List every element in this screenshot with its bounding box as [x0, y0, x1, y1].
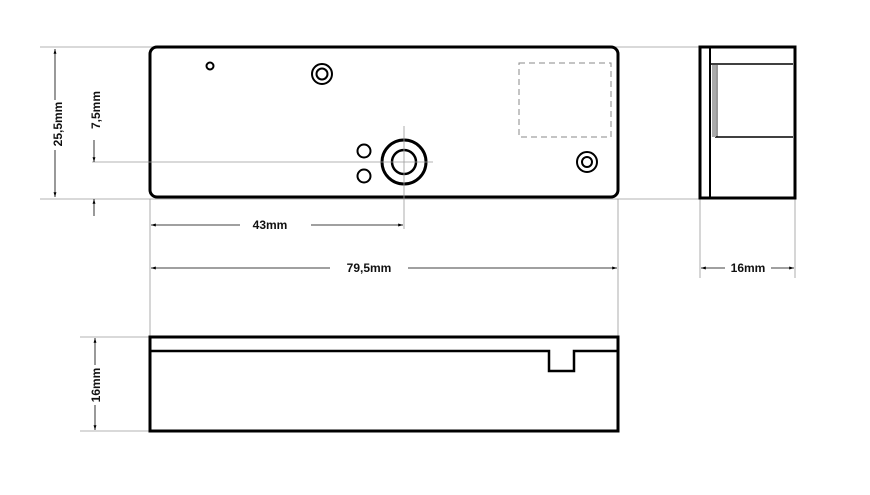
dim-hole-horizontal-label: 43mm: [253, 218, 288, 232]
top-view: [92, 45, 620, 229]
screw-hole-right: [576, 151, 598, 173]
dim-side-depth-label: 16mm: [731, 261, 766, 275]
dim-bottom-depth-label: 16mm: [89, 368, 103, 403]
dim-height-label: 25,5mm: [51, 102, 65, 147]
small-hole: [205, 61, 215, 71]
dim-hole-horizontal: 43mm: [150, 218, 403, 232]
led-hole: [356, 168, 372, 184]
dim-side-depth: 16mm: [701, 261, 794, 275]
dim-height: 25,5mm: [51, 49, 65, 198]
dim-length: 79,5mm: [150, 261, 617, 275]
dim-bottom-depth: 16mm: [89, 338, 103, 430]
side-view: [698, 45, 797, 200]
hidden-region: [518, 62, 612, 138]
dim-hole-vertical: 7,5mm: [89, 91, 103, 216]
dim-hole-vertical-label: 7,5mm: [89, 91, 103, 129]
dim-length-label: 79,5mm: [347, 261, 392, 275]
screw-hole-top: [311, 63, 333, 85]
bottom-view: [148, 335, 620, 433]
led-hole: [356, 143, 372, 159]
extension-lines: [40, 46, 796, 432]
